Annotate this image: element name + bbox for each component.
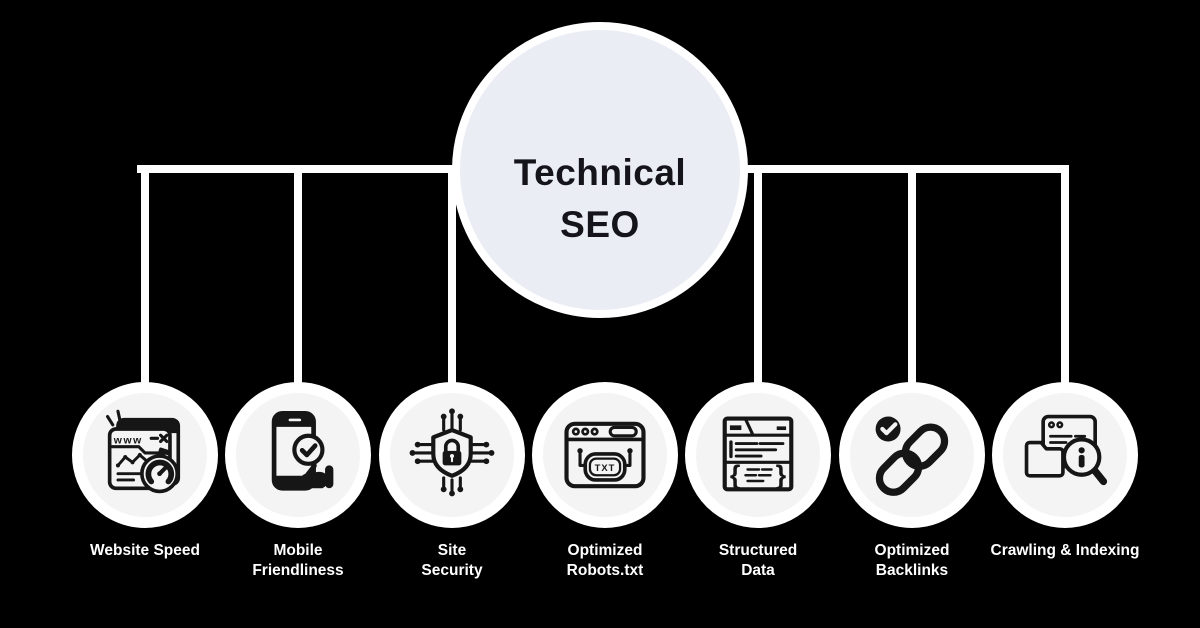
structured-data-icon: { } [722, 416, 794, 492]
node-website-speed: www [72, 382, 218, 528]
title-line-1: Technical [513, 152, 687, 193]
node-label: Optimized Backlinks [874, 542, 950, 579]
node-mobile-friendliness [225, 382, 371, 528]
node-label: Website Speed [90, 542, 200, 559]
node-label: Structured Data [718, 542, 798, 579]
node-robots-txt: TXT [532, 382, 678, 528]
node-label: Mobile Friendliness [252, 542, 344, 579]
robots-txt-icon: TXT [564, 421, 646, 489]
node-site-security [379, 382, 525, 528]
node-crawling-indexing [992, 382, 1138, 528]
connector-drop-3 [448, 165, 456, 390]
node-label: Site Security [421, 542, 483, 579]
node-label: Optimized Robots.txt [566, 542, 644, 579]
node-structured-data: { } [685, 382, 831, 528]
connector-drop-2 [294, 165, 302, 390]
node-label: Crawling & Indexing [990, 542, 1140, 559]
brace-close-glyph: } [776, 460, 787, 490]
connector-drop-5 [754, 165, 762, 390]
connector-drop-7 [1061, 165, 1069, 390]
hub-circle [452, 22, 748, 318]
website-speed-icon: www [106, 409, 181, 494]
crawling-indexing-icon [1024, 414, 1108, 486]
brace-open-glyph: { [730, 460, 741, 490]
connector-drop-1 [141, 165, 149, 390]
txt-text: TXT [595, 463, 616, 473]
mobile-friendliness-icon [271, 411, 334, 491]
optimized-backlinks-icon [875, 416, 949, 496]
page-title: Technical SEO [452, 147, 748, 251]
title-line-2: SEO [560, 204, 640, 245]
connector-drop-6 [908, 165, 916, 390]
node-optimized-backlinks [839, 382, 985, 528]
site-security-icon [409, 408, 495, 497]
www-text: www [113, 436, 143, 447]
